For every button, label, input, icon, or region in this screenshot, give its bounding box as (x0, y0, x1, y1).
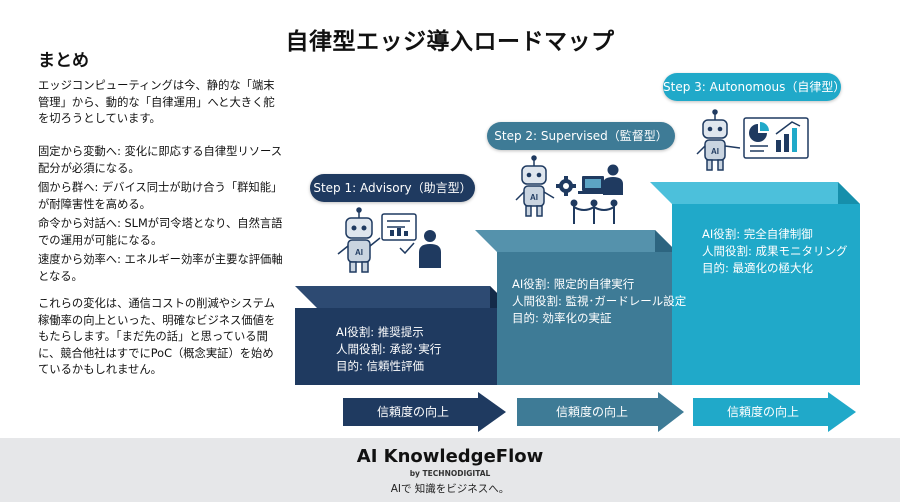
dashboard-icon (743, 117, 809, 159)
summary-heading: まとめ (38, 51, 89, 71)
svg-text:AI: AI (711, 147, 719, 156)
svg-text:AI: AI (530, 193, 538, 202)
page-title: 自律型エッジ導入ロードマップ (285, 29, 615, 55)
step-1-arrow (343, 392, 506, 432)
brand-name: AI KnowledgeFlow (356, 446, 544, 467)
svg-text:AI: AI (355, 248, 363, 257)
step-1-arrow-label: 信頼度の向上 (376, 405, 449, 419)
step-2-ai-role: AI役割: 限定的自律実行 (512, 277, 635, 291)
robot-supervisor-icon: AI (515, 155, 555, 217)
step-2-human-role: 人間役割: 監視･ガードレール設定 (512, 294, 687, 308)
step-3-purpose: 目的: 最適化の極大化 (702, 261, 814, 275)
footer (0, 438, 900, 502)
step-1-block (295, 286, 512, 385)
supervisor-person-icon (603, 164, 623, 195)
step-2-details: AI役割: 限定的自律実行 人間役割: 監視･ガードレール設定 目的: 効率化の… (512, 276, 686, 327)
summary-point-3: 命令から対話へ: SLMが司令塔となり、自然言語での運用が可能になる。 (38, 217, 283, 247)
step-3-arrow (693, 392, 856, 432)
step-2-arrow (517, 392, 684, 432)
summary-point-4: 速度から効率へ: エネルギー効率が主要な評価軸となる。 (38, 253, 283, 283)
chart-board-icon (381, 213, 417, 255)
summary-point-1: 固定から変動へ: 変化に即応する自律型リソース配分が必須になる。 (38, 145, 283, 175)
summary-intro: エッジコンピューティングは今、静的な「端末管理」から、動的な「自律運用」へと大き… (38, 79, 275, 125)
step-3-human-role: 人間役割: 成果モニタリング (702, 244, 848, 258)
brand-tagline: AIで 知識をビジネスへ。 (390, 483, 510, 495)
person-icon (419, 230, 441, 268)
robot-advisor-icon: AI (337, 207, 381, 273)
step-3-block (650, 182, 860, 385)
barrier-icon (570, 199, 618, 224)
step-2-label: Step 2: Supervised（監督型） (487, 122, 675, 150)
step-2-purpose: 目的: 効率化の実証 (512, 311, 612, 325)
step-3-label: Step 3: Autonomous（自律型） (663, 73, 845, 101)
step-2-block (475, 230, 677, 385)
step-3-arrow-label: 信頼度の向上 (726, 405, 799, 419)
step-1-ai-role: AI役割: 推奨提示 (336, 325, 424, 339)
summary-point-2: 個から群へ: デバイス同士が助け合う「群知能」が耐障害性を高める。 (38, 181, 283, 211)
step-3-details: AI役割: 完全自律制御 人間役割: 成果モニタリング 目的: 最適化の極大化 (702, 226, 848, 277)
step-1-human-role: 人間役割: 承認･実行 (336, 342, 442, 356)
robot-autonomous-icon: AI (696, 109, 741, 171)
brand-byline: by TECHNODIGITAL (409, 469, 491, 478)
gear-icon (556, 176, 576, 196)
step-2-arrow-label: 信頼度の向上 (555, 405, 628, 419)
step-1-details: AI役割: 推奨提示 人間役割: 承認･実行 目的: 信頼性評価 (336, 324, 441, 375)
laptop-icon (578, 176, 608, 194)
step-3-ai-role: AI役割: 完全自律制御 (702, 227, 813, 241)
step-1-purpose: 目的: 信頼性評価 (336, 359, 425, 373)
step-1-label: Step 1: Advisory（助言型） (310, 174, 475, 202)
summary-conclusion: これらの変化は、通信コストの削減やシステム稼働率の向上といった、明確なビジネス価… (38, 297, 276, 376)
